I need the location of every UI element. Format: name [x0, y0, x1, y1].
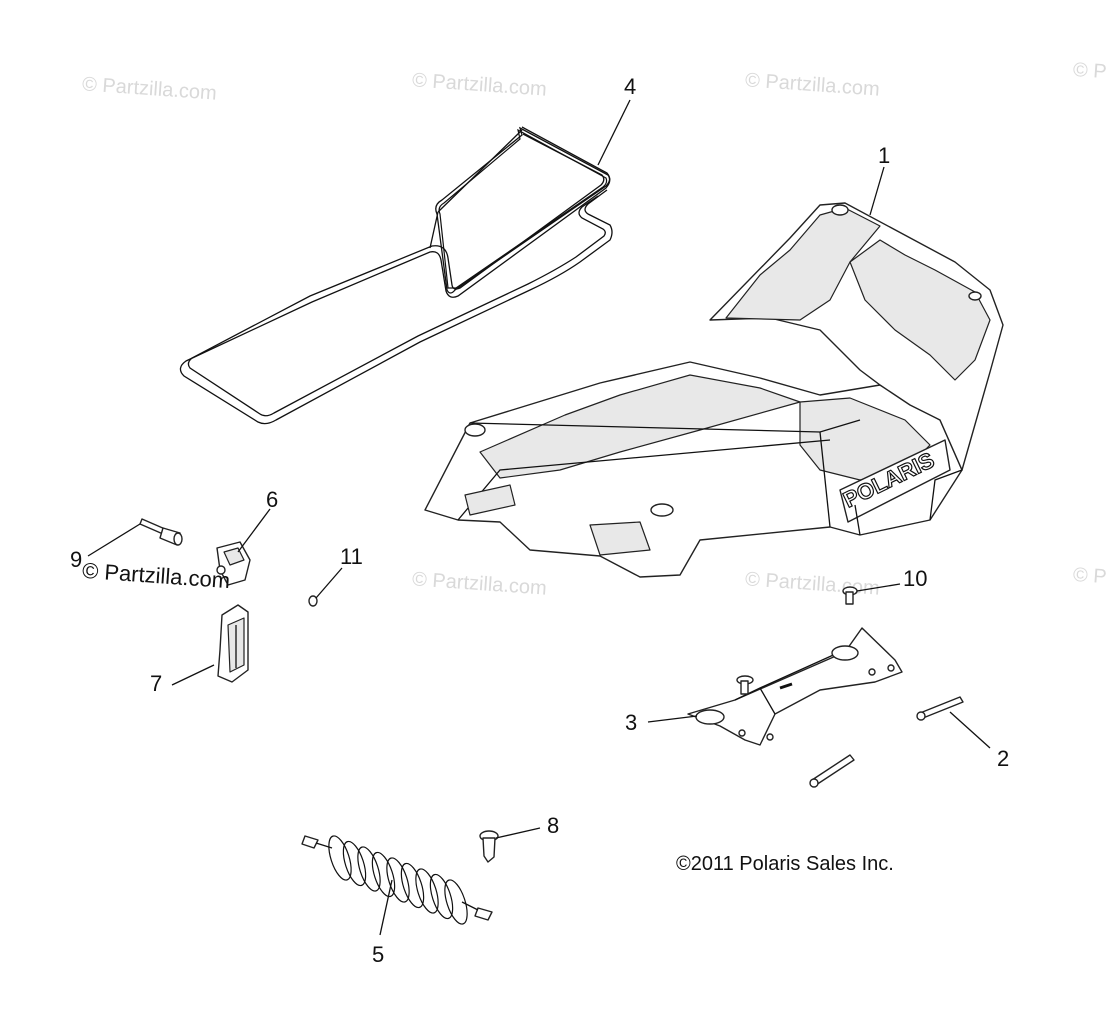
callout-2: 2	[997, 746, 1010, 771]
callout-6: 6	[266, 487, 279, 512]
callout-5: 5	[372, 942, 385, 967]
coil-loop	[328, 835, 352, 881]
part-4-seal	[435, 126, 611, 294]
coil-loop	[371, 851, 396, 898]
callout-9: 9	[70, 547, 83, 572]
copyright-notice: ©2011 Polaris Sales Inc.	[676, 853, 894, 875]
callout-4: 4	[624, 74, 637, 99]
callout-8: 8	[547, 813, 560, 838]
coil-loop	[342, 840, 367, 887]
callout-11: 11	[340, 544, 363, 569]
callout-1: 1	[878, 143, 891, 168]
part-7-latch	[217, 604, 249, 683]
part-4-seal-outline	[179, 126, 613, 425]
part-8-screw	[479, 830, 499, 863]
coil-loops	[328, 835, 468, 925]
part-2-pins	[809, 696, 964, 788]
callout-7: 7	[150, 671, 163, 696]
coil-loop	[415, 868, 439, 914]
part-9-rivet	[139, 518, 183, 546]
coil-loop	[386, 857, 410, 903]
part-5-coil-cable	[301, 835, 493, 921]
coil-loop	[357, 846, 381, 892]
part-3-bracket	[687, 627, 903, 746]
callout-3: 3	[625, 710, 638, 735]
coil-loop	[444, 879, 468, 925]
part-6-clip	[216, 541, 251, 586]
part-1-front-cover	[424, 202, 1004, 578]
part-10-bolts	[736, 586, 858, 695]
coil-loop	[429, 873, 454, 920]
coil-loop	[400, 862, 425, 909]
leader-lines	[87, 99, 991, 936]
part-11-nut	[308, 595, 318, 607]
callout-10: 10	[903, 566, 928, 591]
